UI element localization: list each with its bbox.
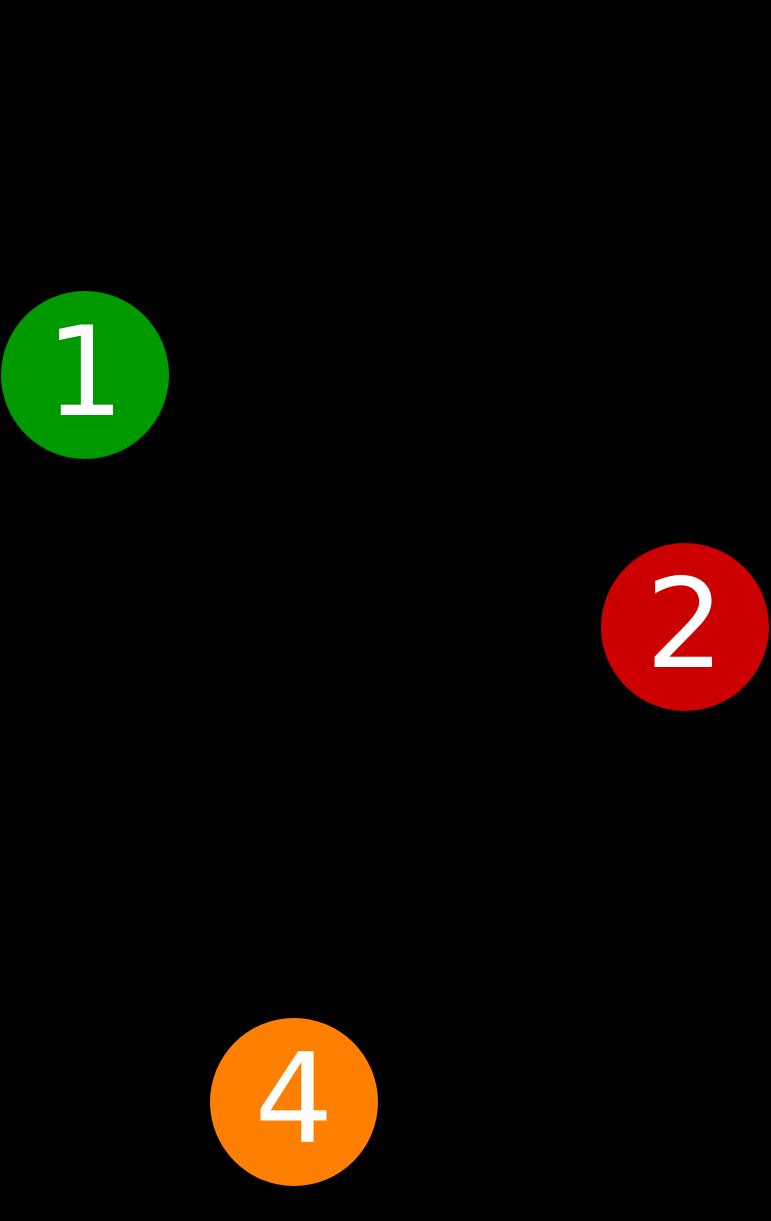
marker-label-1: 1 bbox=[45, 301, 125, 445]
marker-label-2: 2 bbox=[645, 553, 725, 697]
marker-circle-2[interactable]: 2 bbox=[601, 543, 769, 711]
marker-circle-4[interactable]: 4 bbox=[210, 1018, 378, 1186]
marker-circle-1[interactable]: 1 bbox=[1, 291, 169, 459]
marker-label-4: 4 bbox=[254, 1028, 334, 1172]
